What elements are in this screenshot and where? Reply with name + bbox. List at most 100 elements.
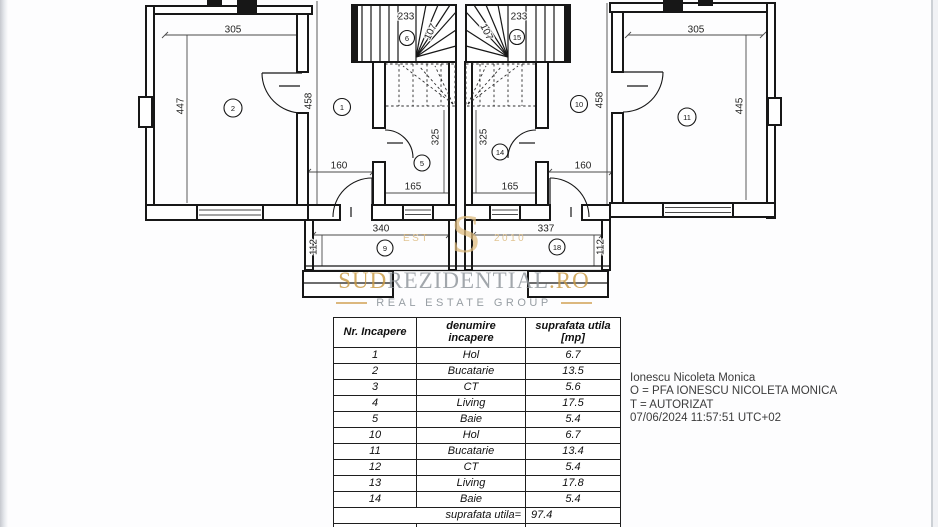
dim-label: 160 [575, 161, 592, 172]
cell-area: 6.7 [525, 347, 621, 364]
room-number: 14 [496, 148, 504, 157]
table-summary-row: suprafata utila= 97.4 [333, 507, 621, 524]
cell-area: 5.4 [525, 411, 621, 428]
cell-area: 17.5 [525, 395, 621, 412]
cell-name: Hol [416, 347, 526, 364]
cell-area: 13.4 [525, 443, 621, 460]
cell-name: Baie [416, 491, 526, 508]
right-room-door [622, 71, 664, 113]
cell-nr: 11 [333, 443, 417, 460]
areas-table: Nr. Incapere denumire incapere suprafata… [333, 317, 621, 527]
cell-nr: 13 [333, 475, 417, 492]
dim-label: 458 [595, 91, 606, 108]
cell-name: Living [416, 395, 526, 412]
cell-nr: 1 [333, 347, 417, 364]
room-number: 2 [231, 104, 235, 113]
right-corridor [507, 61, 549, 208]
cell-nr: 5 [333, 411, 417, 428]
summary-label: suprafata utila= [333, 507, 526, 524]
floor-plan-drawing: 305 447 458 233 107 325 165 160 340 112 … [138, 0, 782, 298]
cell-area: 5.6 [525, 379, 621, 396]
left-corridor [372, 61, 414, 208]
dim-label: 447 [176, 97, 187, 114]
dim-label: 325 [431, 128, 442, 145]
photo-right-margin [933, 0, 938, 527]
room-number: 5 [420, 159, 424, 168]
cell-name: Bucatarie [416, 443, 526, 460]
cell-name: Baie [416, 411, 526, 428]
cell-name: Casa scarii [416, 523, 526, 527]
dim-label: 325 [479, 128, 490, 145]
cell-area: 5.4 [525, 459, 621, 476]
room-number: 11 [683, 113, 691, 122]
cell-area: 2.5 [525, 523, 621, 527]
dim-label: 165 [502, 182, 519, 193]
cell-area: 17.8 [525, 475, 621, 492]
summary-value: 97.4 [525, 507, 621, 524]
header-denumire-line2: incapere [448, 331, 494, 344]
cell-area: 5.4 [525, 491, 621, 508]
cell-nr: 3 [333, 379, 417, 396]
room-number: 15 [513, 33, 521, 42]
front-walls [307, 177, 611, 221]
cell-name: CT [416, 459, 526, 476]
signature-timestamp: 07/06/2024 11:57:51 UTC+02 [630, 412, 781, 425]
signature-name: Ionescu Nicoleta Monica [630, 372, 756, 384]
dim-label: 165 [405, 182, 422, 193]
cell-nr: 12 [333, 459, 417, 476]
header-suprafata-line1: suprafata utila [535, 319, 611, 332]
photo-left-edge [0, 0, 8, 527]
header-suprafata-line2: [mp] [561, 331, 585, 344]
cell-nr: 10 [333, 427, 417, 444]
header-denumire-line1: denumire [446, 319, 496, 332]
dim-label: 112 [309, 239, 320, 255]
header-nr-incapere: Nr. Incapere [333, 317, 417, 348]
dim-label: 233 [398, 12, 415, 23]
table-row-clipped: 6Casa scarii2.5 [333, 523, 621, 527]
party-walls [448, 61, 473, 271]
photo-right-edge [931, 0, 933, 527]
dim-label: 112 [596, 239, 607, 255]
dim-label: 445 [735, 97, 746, 114]
dim-label: 337 [538, 224, 555, 235]
room-number: 6 [405, 34, 409, 43]
table-header-row: Nr. Incapere denumire incapere suprafata… [333, 317, 621, 348]
cell-nr: 14 [333, 491, 417, 508]
cell-area: 13.5 [525, 363, 621, 380]
dim-label: 233 [511, 12, 528, 23]
room-number: 10 [575, 100, 583, 109]
dim-label: 340 [373, 224, 390, 235]
signature-organization: O = PFA IONESCU NICOLETA MONICA [630, 385, 838, 398]
room-number: 9 [383, 244, 387, 253]
left-unit-walls [138, 0, 313, 221]
room-number: 1 [340, 103, 344, 112]
dim-label: 305 [688, 25, 705, 36]
cell-name: Living [416, 475, 526, 492]
cell-name: Bucatarie [416, 363, 526, 380]
right-stair-projection [465, 63, 537, 107]
right-unit-walls [609, 0, 782, 219]
room-number: 18 [553, 243, 561, 252]
left-room-door [261, 72, 303, 114]
dim-label: 305 [225, 25, 242, 36]
cell-area: 6.7 [525, 427, 621, 444]
signature-title: T = AUTORIZAT [630, 398, 714, 411]
cell-nr: 6 [333, 523, 417, 527]
porch-strip [302, 219, 611, 298]
cell-nr: 4 [333, 395, 417, 412]
header-denumire: denumire incapere [416, 317, 526, 348]
digital-signature: Ionescu Nicoleta Monica O = PFA IONESCU … [630, 372, 837, 426]
cell-name: CT [416, 379, 526, 396]
cell-name: Hol [416, 427, 526, 444]
